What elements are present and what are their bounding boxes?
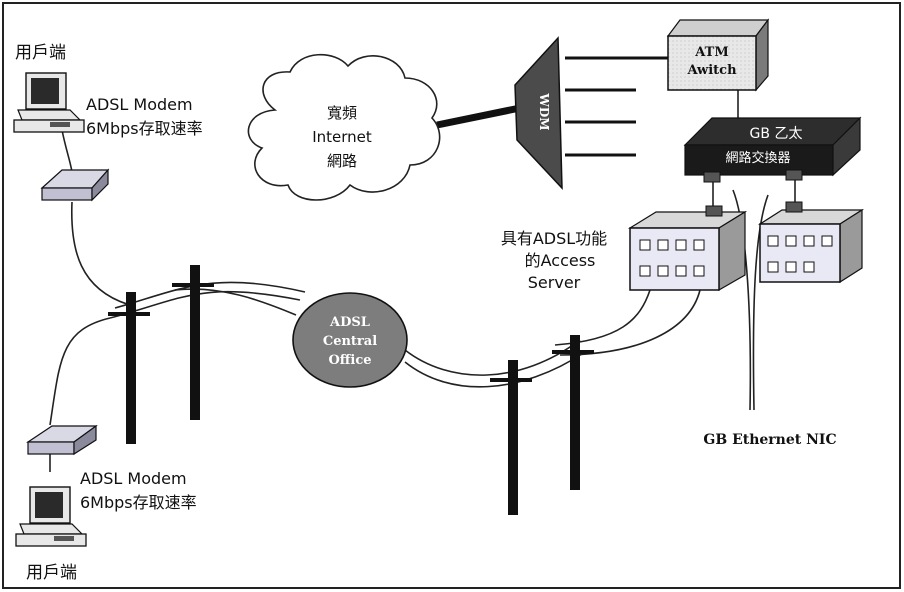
cable-modem-pole-top <box>70 201 131 306</box>
cable-nic-1 <box>732 189 752 411</box>
client-bottom-label: 用戶端 <box>26 563 77 583</box>
pole-4-crossarm <box>552 350 594 354</box>
client-top: 用戶端 <box>13 43 85 133</box>
cloud-line2: Internet <box>312 128 372 146</box>
atm-switch: ATM Awitch <box>666 18 770 92</box>
utility-poles <box>108 265 594 515</box>
access-server-1-box <box>629 227 720 291</box>
gb-switch-line1: GB 乙太 <box>750 126 803 142</box>
cloud-wdm-link <box>436 104 521 129</box>
atm-switch-box <box>667 35 757 91</box>
cloud-shape <box>247 53 441 201</box>
cable-pc-modem-top <box>61 129 73 173</box>
modem-top-line1: ADSL Modem <box>86 95 193 114</box>
client-bottom: 用戶端 <box>15 486 87 583</box>
cable-pole-server-1 <box>554 289 651 346</box>
modem-top-line2: 6Mbps存取速率 <box>86 119 203 138</box>
central-office-line2: Central <box>323 334 377 349</box>
access-server-line2: 的Access <box>525 251 596 270</box>
client-top-base <box>13 119 85 133</box>
cable-pole-co-3 <box>174 288 297 316</box>
gb-switch-port-2 <box>785 169 803 181</box>
cable-nic-2 <box>752 194 769 411</box>
client-top-screen <box>31 78 59 104</box>
pole-2-crossarm <box>172 283 214 287</box>
central-office-shape <box>292 292 408 388</box>
modem-bottom <box>26 424 98 456</box>
wdm-shape <box>514 36 563 190</box>
pole-3-crossarm <box>490 378 532 382</box>
gb-switch-line2: 網路交換器 <box>725 150 790 166</box>
nic-label: GB Ethernet NIC <box>703 432 836 448</box>
client-bottom-drive <box>54 536 74 541</box>
cable-modem-pole-bottom <box>49 317 111 426</box>
client-bottom-screen <box>35 492 63 518</box>
client-bottom-base <box>15 533 87 547</box>
wdm-block: WDM <box>514 36 563 190</box>
cable-co-pole-1 <box>404 339 581 376</box>
wdm-label: WDM <box>537 92 551 130</box>
central-office-line3: Office <box>328 353 371 368</box>
pole-3 <box>508 360 518 515</box>
atm-switch-line1: ATM <box>694 45 728 60</box>
access-server-2 <box>757 201 865 284</box>
wdm-outputs <box>565 56 668 157</box>
access-server-line3: Server <box>528 273 581 292</box>
access-server-1-port <box>705 205 723 217</box>
access-server-2-box <box>759 223 841 283</box>
client-top-drive <box>50 122 70 127</box>
modem-bottom-line1: ADSL Modem <box>80 469 187 488</box>
atm-switch-line2: Awitch <box>686 63 737 78</box>
access-server-line1: 具有ADSL功能 <box>501 229 607 248</box>
central-office-line1: ADSL <box>329 315 370 330</box>
central-office: ADSL Central Office <box>292 292 408 388</box>
modem-top <box>40 168 110 202</box>
pole-1-crossarm <box>108 312 150 316</box>
pole-1 <box>126 292 136 444</box>
gb-switch-port-1 <box>703 171 721 183</box>
internet-cloud: 寬頻 Internet 網路 <box>247 53 441 201</box>
modem-bottom-box <box>27 441 75 455</box>
pole-2 <box>190 265 200 420</box>
cloud-line1: 寬頻 <box>327 104 357 122</box>
modem-bottom-line2: 6Mbps存取速率 <box>80 493 197 512</box>
cloud-line3: 網路 <box>327 152 357 170</box>
pole-4 <box>570 335 580 490</box>
access-server-2-port <box>785 201 803 213</box>
cable-co-pole-2 <box>404 351 586 388</box>
client-top-label: 用戶端 <box>15 43 66 63</box>
access-server-1 <box>627 205 748 292</box>
gb-switch: GB 乙太 網路交換器 <box>683 116 862 183</box>
modem-top-box <box>41 187 93 201</box>
gb-switch-box <box>684 144 834 176</box>
